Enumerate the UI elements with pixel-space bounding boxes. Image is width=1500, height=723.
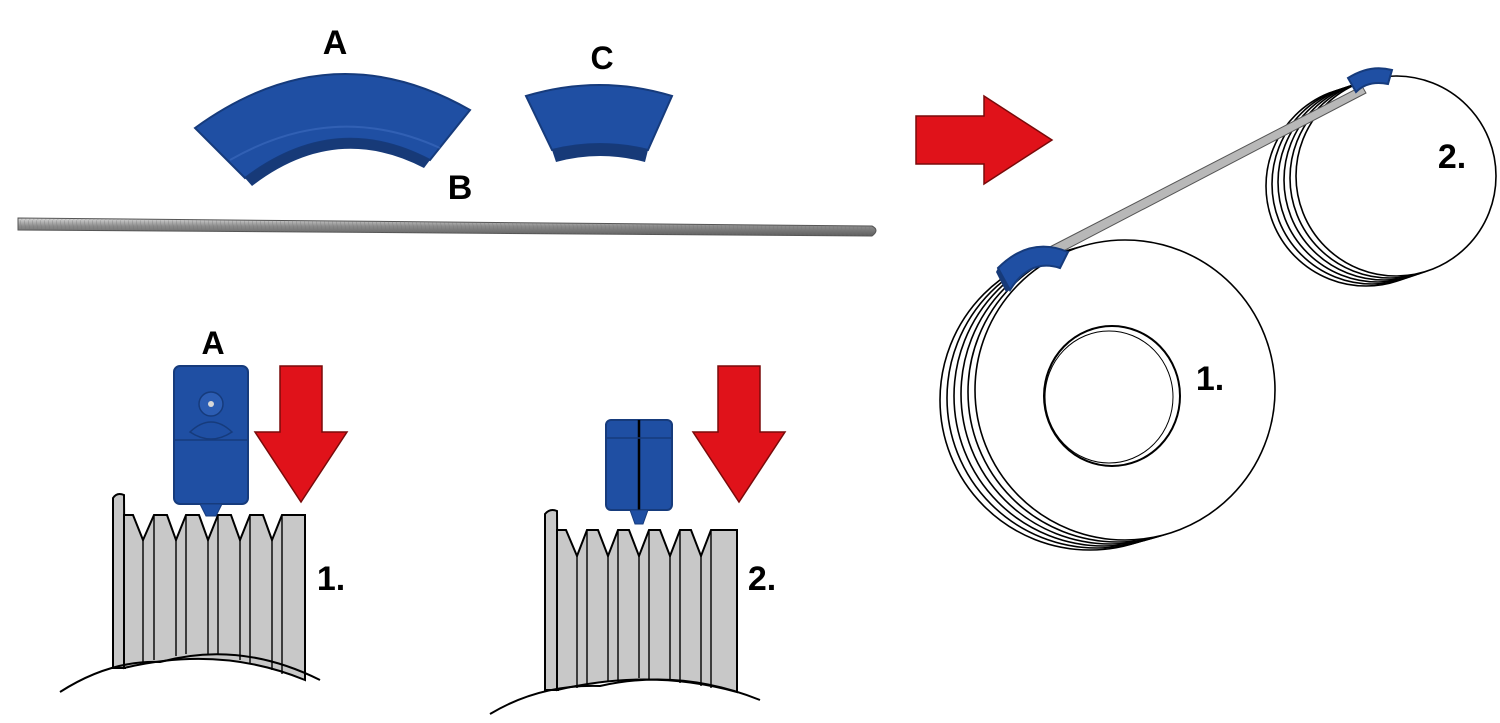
label-pulley-2-side: 2. xyxy=(748,560,776,598)
gauge-tool-on-pulley-2 xyxy=(1346,67,1394,94)
gauge-tool-on-pulley-1 xyxy=(996,245,1070,292)
label-part-a-top: A xyxy=(323,24,348,62)
pulley-2-iso xyxy=(1265,75,1497,287)
arrow-down-icon xyxy=(691,365,787,504)
arrow-down-icon xyxy=(253,365,349,504)
threaded-rod-b xyxy=(17,217,877,237)
label-pulley-2-iso: 2. xyxy=(1438,138,1466,176)
arrow-right-icon xyxy=(915,94,1054,186)
label-pulley-1-iso: 1. xyxy=(1196,360,1224,398)
pulley-profile-1 xyxy=(59,493,321,693)
gauge-c-side-view xyxy=(605,419,673,525)
gauge-part-a xyxy=(193,73,472,186)
pulley-profile-2 xyxy=(489,509,761,715)
gauge-a-side-view xyxy=(173,365,249,517)
gauge-part-c xyxy=(524,84,674,162)
label-part-c-top: C xyxy=(590,40,613,76)
label-pulley-1-side: 1. xyxy=(317,560,345,598)
pulley-1-iso xyxy=(939,239,1276,551)
label-part-b: B xyxy=(448,169,473,207)
label-part-a-side: A xyxy=(201,325,224,361)
